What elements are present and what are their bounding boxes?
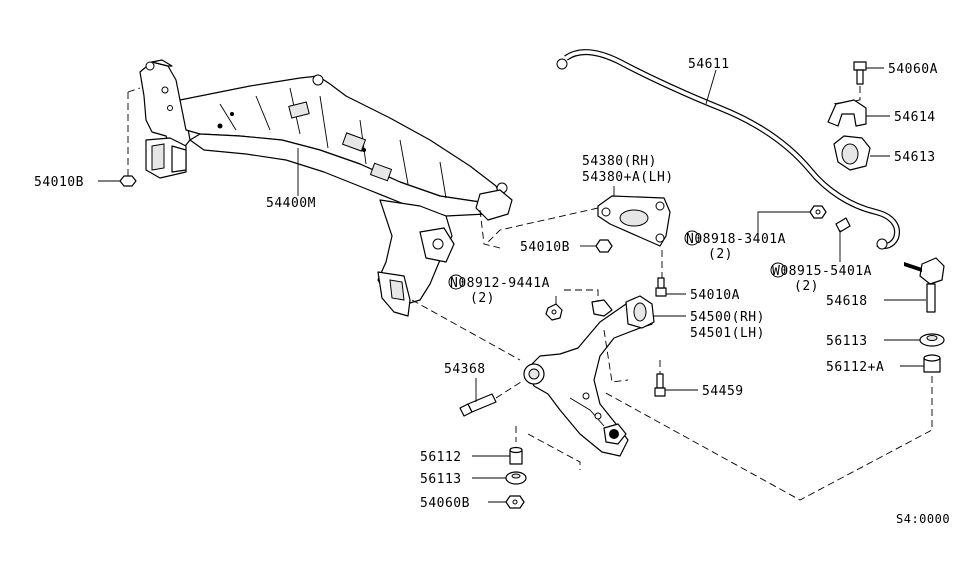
label-54618: 54618 xyxy=(826,294,868,309)
nut-54010B-left[interactable]: 54010B xyxy=(34,87,141,190)
label-54611: 54611 xyxy=(688,57,730,72)
label-54613: 54613 xyxy=(894,150,936,165)
label-54501-lh: 54501(LH) xyxy=(690,326,765,341)
bushing-54613[interactable]: 54613 xyxy=(833,135,936,171)
nut-08912-9441A[interactable]: N08912-9441A (2) xyxy=(448,274,599,321)
label-54010B-left: 54010B xyxy=(34,175,84,190)
bolt-54060A[interactable]: 54060A xyxy=(853,61,938,85)
nut-54060B[interactable]: 54060B xyxy=(420,495,525,511)
bolt-54459[interactable]: 54459 xyxy=(654,360,744,399)
clamp-54614[interactable]: 54614 xyxy=(827,86,936,127)
label-56112A: 56112+A xyxy=(826,360,884,375)
bolt-54010A[interactable]: 54010A xyxy=(655,250,740,303)
bushing-56112-left[interactable]: 56112 xyxy=(420,426,581,470)
label-54500-rh: 54500(RH) xyxy=(690,310,765,325)
label-54060B: 54060B xyxy=(420,496,470,511)
nut-08918-3401A[interactable]: N08918-3401A (2) xyxy=(684,205,827,262)
label-54400M: 54400M xyxy=(266,196,316,211)
nut-54010B-mid[interactable]: 54010B xyxy=(520,239,613,255)
control-arm-54500[interactable]: 54500(RH) 54501(LH) xyxy=(411,295,765,457)
label-54380-lh: 54380+A(LH) xyxy=(582,170,674,185)
label-54368: 54368 xyxy=(444,362,486,377)
label-56113-left: 56113 xyxy=(420,472,462,487)
qty-08915: (2) xyxy=(794,279,819,294)
label-54060A: 54060A xyxy=(888,62,938,77)
label-56113-right: 56113 xyxy=(826,334,868,349)
bushing-56113-left[interactable]: 56113 xyxy=(420,471,527,487)
link-54618[interactable]: 54618 xyxy=(826,257,945,313)
washer-08915-5401A[interactable]: W08915-5401A (2) xyxy=(770,217,872,294)
label-54614: 54614 xyxy=(894,110,936,125)
label-08915-5401A: W08915-5401A xyxy=(772,264,872,279)
label-08912-9441A: N08912-9441A xyxy=(450,276,550,291)
bolt-54368[interactable]: 54368 xyxy=(444,362,525,417)
bushing-56112A[interactable]: 56112+A xyxy=(603,354,941,501)
label-54459: 54459 xyxy=(702,384,744,399)
bracket-54380[interactable]: 54380(RH) 54380+A(LH) xyxy=(479,154,674,249)
label-54010B-mid: 54010B xyxy=(520,240,570,255)
label-56112-left: 56112 xyxy=(420,450,462,465)
crossmember[interactable]: 54400M xyxy=(139,59,513,317)
diagram-ref-code: S4:0000 xyxy=(896,512,950,526)
label-54010A: 54010A xyxy=(690,288,740,303)
bushing-56113-right[interactable]: 56113 xyxy=(826,333,945,349)
label-08918-3401A: N08918-3401A xyxy=(686,232,786,247)
qty-08912: (2) xyxy=(470,291,495,306)
label-54380-rh: 54380(RH) xyxy=(582,154,657,169)
qty-08918: (2) xyxy=(708,247,733,262)
stabilizer-bar[interactable]: 54611 xyxy=(556,49,900,250)
